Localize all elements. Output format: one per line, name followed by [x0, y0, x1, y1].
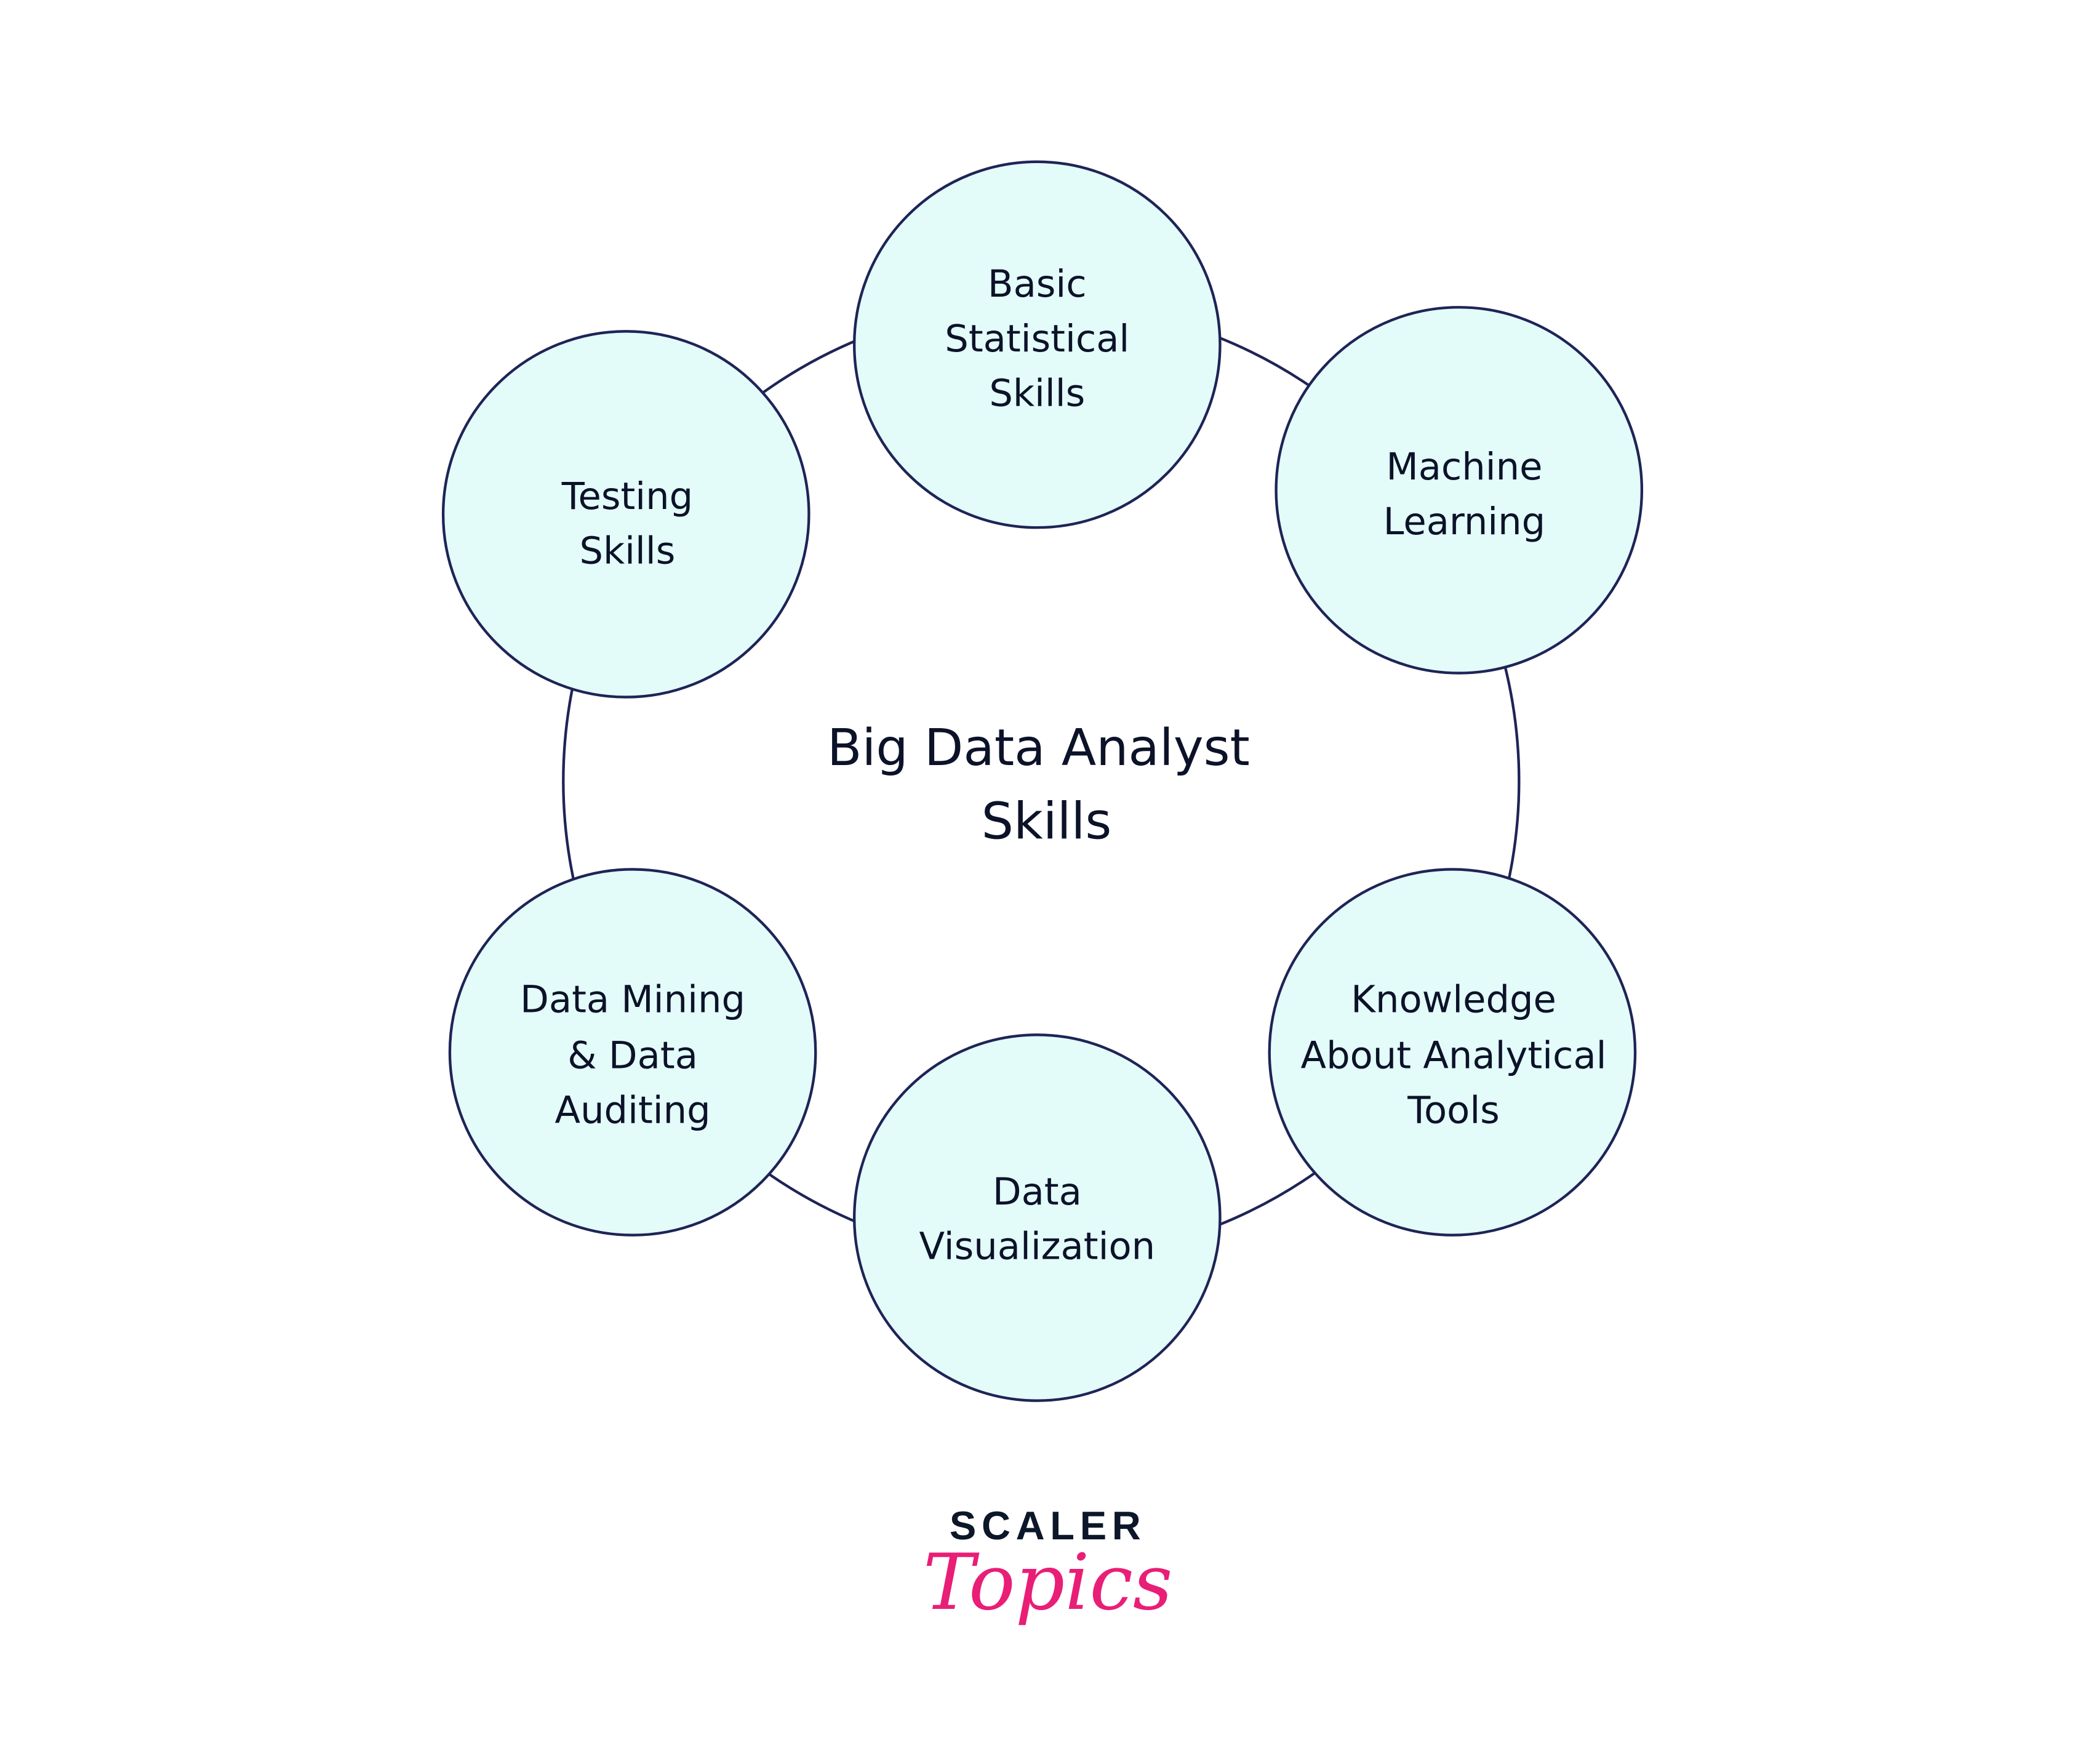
svg-text:SCALER: SCALER	[950, 1503, 1147, 1548]
scaler-topics-logo: SCALER Topics	[923, 1503, 1173, 1627]
svg-text:Topics: Topics	[923, 1537, 1173, 1627]
center-title: Big Data Analyst Skills	[827, 718, 1266, 851]
